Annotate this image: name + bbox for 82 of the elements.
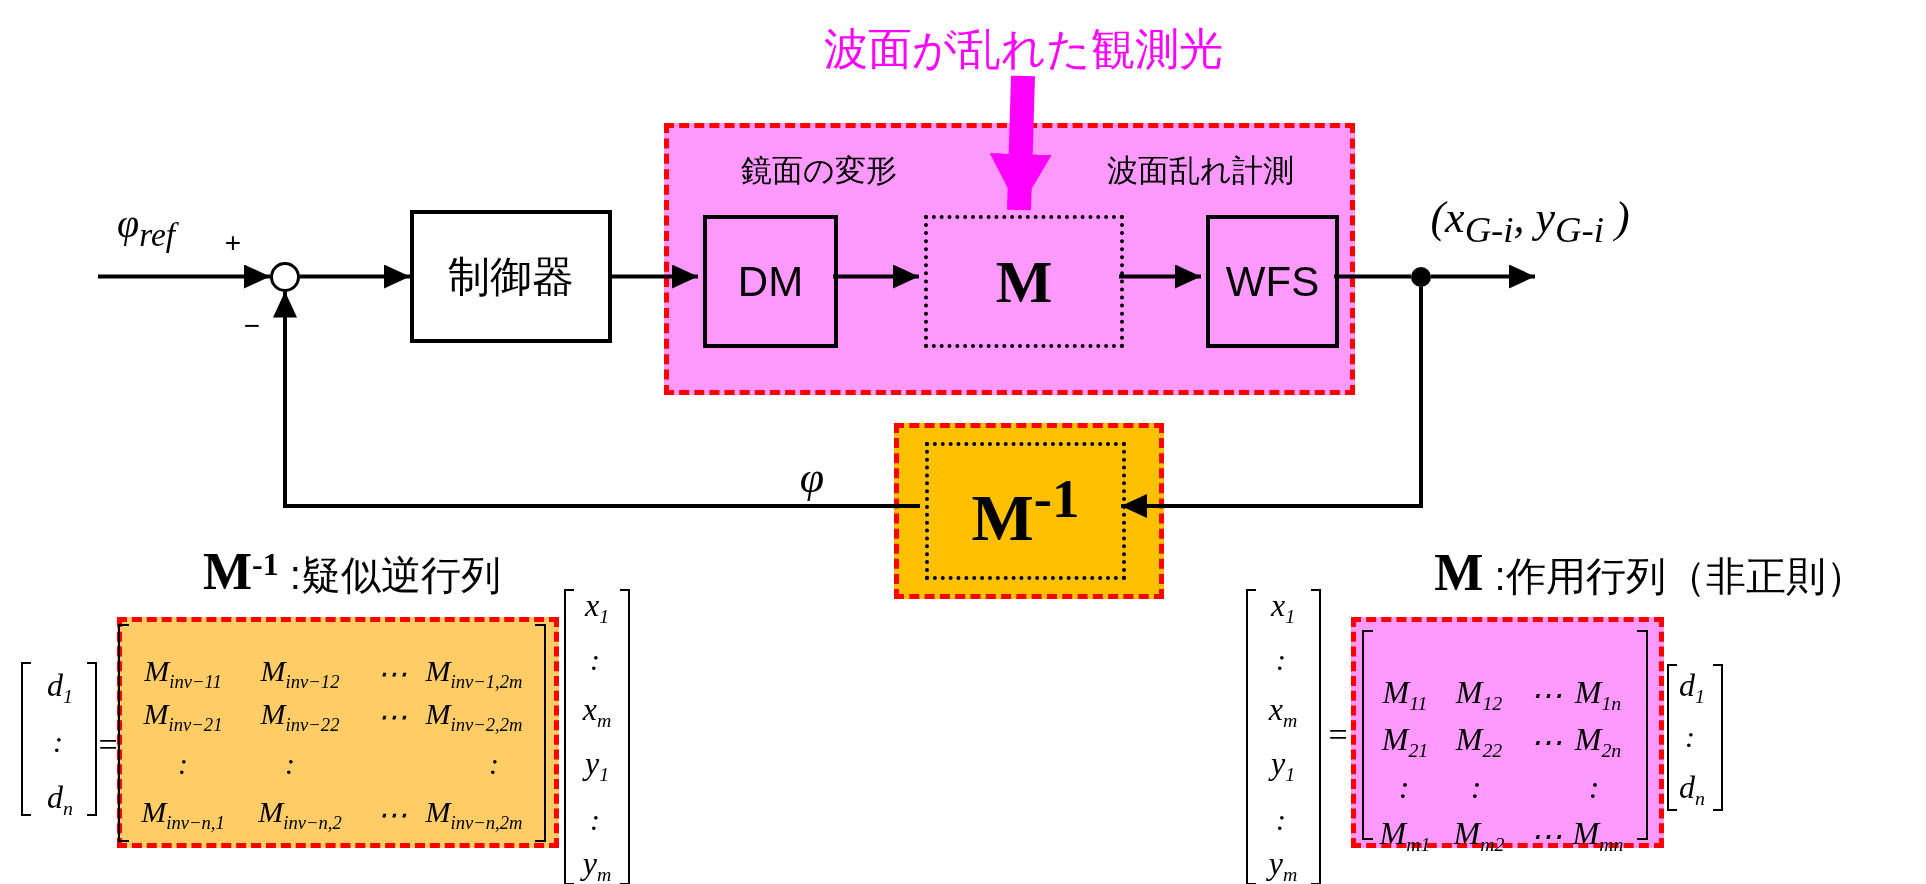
vector-entry: y$_{m}$ [582, 846, 612, 884]
block-box [703, 215, 838, 348]
arrow [98, 264, 270, 289]
matrix-entry: M$_{inv−22}$ [260, 699, 340, 735]
arrow [1119, 264, 1201, 289]
block-box [1206, 215, 1339, 348]
matrix-entry: M$_{22}$ [1455, 722, 1503, 762]
vector-entry: d$_{1}$ [47, 668, 73, 708]
matrix-entry: : [1588, 771, 1600, 803]
arrow [833, 264, 919, 289]
block-label: M [995, 251, 1053, 312]
vector-entry: : [590, 645, 600, 675]
arrow [1121, 286, 1423, 518]
matrix-entry: M$_{inv−2,2m}$ [425, 699, 523, 735]
dotted-box [924, 215, 1124, 348]
matrix-entry: ⋯ [1530, 679, 1562, 711]
vector-entry: : [1685, 722, 1695, 752]
matrix-entry: ⋯ [1530, 820, 1562, 852]
branch-dot [1411, 266, 1431, 287]
vector-entry: d$_{n}$ [1679, 770, 1705, 810]
vector-entry: x$_{m}$ [582, 692, 612, 732]
equals-sign: = [1328, 718, 1348, 752]
sign-label: + [224, 229, 242, 257]
matrix-entry: : [178, 749, 188, 779]
matrix-entry: M$_{21}$ [1381, 722, 1429, 762]
dashed-group-box [664, 123, 1355, 395]
dotted-box [925, 442, 1126, 580]
block-label: WFS [1225, 260, 1320, 303]
vector-entry: : [53, 727, 63, 757]
matrix-entry: : [285, 749, 295, 779]
vector-entry: : [1276, 645, 1286, 675]
vector-entry: : [1276, 805, 1286, 835]
matrix-entry: ⋯ [377, 702, 407, 732]
arrow [612, 264, 698, 289]
dashed-group-box [894, 423, 1164, 599]
matrix-entry: M$_{m1}$ [1379, 816, 1431, 856]
block-label: 制御器 [448, 255, 574, 298]
matrix-entry: M$_{2n}$ [1574, 722, 1622, 762]
block-label: M$^{-1}$ [971, 471, 1080, 551]
matrix-entry: M$_{inv−12}$ [260, 656, 340, 692]
arrow [300, 264, 410, 289]
matrix-entry: M$_{inv−n,2}$ [258, 797, 342, 833]
matrix-entry: M$_{1n}$ [1574, 675, 1622, 715]
group-heading: 波面乱れ計測 [1106, 154, 1294, 186]
matrix-entry: M$_{inv−1,2m}$ [425, 656, 523, 692]
matrix-entry: M$_{inv−11}$ [144, 656, 222, 692]
arrow [1431, 264, 1535, 289]
matrix-entry: M$_{11}$ [1382, 675, 1428, 715]
summing-junction [270, 261, 300, 292]
matrix-entry: M$_{12}$ [1455, 675, 1503, 715]
vector-entry: x$_{1}$ [584, 588, 610, 628]
vector-entry: d$_{1}$ [1679, 668, 1705, 708]
matrix-title: M$^{-1}$ :疑似逆行列 [203, 546, 501, 598]
block-label: DM [737, 260, 804, 303]
sign-label: − [243, 312, 261, 340]
matrix-entry: : [1398, 771, 1410, 803]
matrix-entry: : [1470, 771, 1482, 803]
vector-entry: x$_{m}$ [1268, 692, 1298, 732]
heading-text: 波面が乱れた観測光 [823, 27, 1223, 71]
matrix-entry: : [489, 749, 499, 779]
thick-arrow [989, 75, 1052, 211]
matrix-entry: ⋯ [1530, 726, 1562, 758]
matrix-entry: M$_{m2}$ [1453, 816, 1505, 856]
arrow [273, 291, 920, 508]
matrix-entry: ⋯ [377, 800, 407, 830]
vector-entry: y$_{1}$ [1270, 746, 1296, 786]
matrix-entry: M$_{inv−n,1}$ [141, 797, 225, 833]
matrix-entry: ⋯ [377, 659, 407, 689]
vector-entry: y$_{m}$ [1268, 846, 1298, 884]
equals-sign: = [98, 728, 118, 762]
group-heading: 鏡面の変形 [740, 154, 897, 186]
block-box [410, 210, 612, 343]
matrix-entry: M$_{mn}$ [1572, 816, 1624, 856]
matrix-title: M :作用行列（非正則） [1434, 547, 1866, 599]
matrix-box [117, 617, 559, 848]
line [1334, 274, 1411, 279]
vector-entry: y$_{1}$ [584, 746, 610, 786]
matrix-entry: M$_{inv−21}$ [143, 699, 223, 735]
matrix-entry: M$_{inv−n,2m}$ [425, 797, 523, 833]
vector-entry: x$_{1}$ [1270, 588, 1296, 628]
vector-entry: d$_{n}$ [47, 780, 73, 820]
vector-entry: : [590, 805, 600, 835]
